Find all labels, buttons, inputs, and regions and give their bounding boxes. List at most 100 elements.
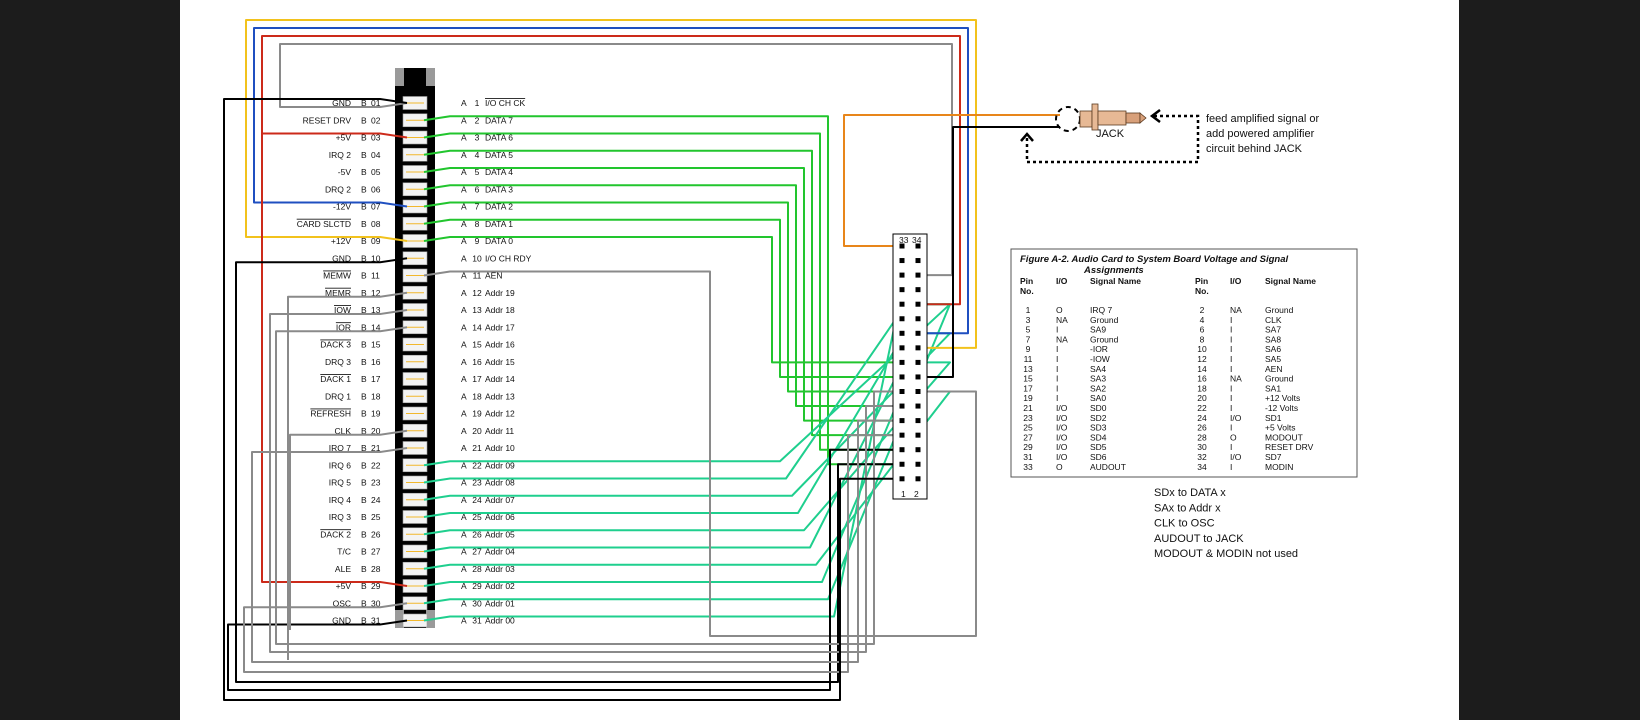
table-cell: 6 (1200, 325, 1205, 335)
table-cell: I (1230, 354, 1232, 364)
table-cell: SD5 (1090, 442, 1107, 452)
a-side-letter: A (461, 271, 467, 281)
header-pin (899, 272, 905, 278)
col-header-io: I/O (1056, 276, 1068, 286)
col-header-no: No. (1020, 286, 1034, 296)
a-side-letter: A (461, 322, 467, 332)
table-cell: I (1230, 383, 1232, 393)
a-side-label: Addr 17 (485, 322, 515, 332)
table-cell: O (1056, 462, 1063, 472)
a-side-letter: A (461, 219, 467, 229)
a-side-pin-number: 16 (472, 357, 482, 367)
b-side-label: CARD SLCTD (297, 219, 351, 229)
table-cell: SD0 (1090, 403, 1107, 413)
a-side-pin-number: 5 (475, 167, 480, 177)
ior-wire (275, 326, 902, 645)
header-pin (899, 258, 905, 264)
table-cell: CLK (1265, 315, 1282, 325)
b-side-pin-number: 17 (371, 374, 381, 384)
table-cell: SD4 (1090, 432, 1107, 442)
b-side-letter: B (361, 460, 367, 470)
table-cell: SA1 (1265, 383, 1281, 393)
a-side-label: DATA 6 (485, 133, 513, 143)
table-cell: I (1230, 423, 1232, 433)
a-side-pin-number: 4 (475, 150, 480, 160)
table-cell: -IOR (1090, 344, 1108, 354)
a-side-letter: A (461, 478, 467, 488)
header-pin (899, 447, 905, 453)
b-side-letter: B (361, 529, 367, 539)
table-cell: I (1056, 344, 1058, 354)
a-side-label: Addr 12 (485, 409, 515, 419)
table-cell: MODIN (1265, 462, 1293, 472)
table-cell: SA8 (1265, 334, 1281, 344)
a-side-label: I/O CH CK (485, 98, 525, 108)
b-side-pin-number: 15 (371, 340, 381, 350)
b-side-label: IRQ 5 (329, 478, 351, 488)
col-header-signal: Signal Name (1265, 276, 1316, 286)
table-cell: 12 (1197, 354, 1207, 364)
table-cell: 31 (1023, 452, 1033, 462)
col-header-no: No. (1195, 286, 1209, 296)
b-side-letter: B (361, 598, 367, 608)
a-side-pin-number: 21 (472, 443, 482, 453)
table-cell: I/O (1230, 413, 1242, 423)
b-side-pin-number: 11 (371, 271, 380, 281)
a-side-letter: A (461, 340, 467, 350)
table-cell: SA9 (1090, 325, 1106, 335)
a-side-label: I/O CH RDY (485, 253, 532, 263)
a-side-pin-number: 2 (475, 115, 480, 125)
a-side-label: Addr 05 (485, 529, 515, 539)
col-header-signal: Signal Name (1090, 276, 1141, 286)
header-pin-1: 1 (901, 489, 906, 499)
table-cell: Ground (1265, 374, 1294, 384)
header-pin-2: 2 (914, 489, 919, 499)
header-pin-33: 33 (899, 235, 909, 245)
b-side-label: MEMW (323, 271, 351, 281)
a-side-pin-number: 18 (472, 391, 482, 401)
b-side-pin-number: 23 (371, 478, 381, 488)
b-side-pin-number: 03 (371, 133, 381, 143)
b-side-label: -5V (338, 167, 352, 177)
b-side-letter: B (361, 478, 367, 488)
b-side-label: -12V (333, 202, 351, 212)
b-side-letter: B (361, 547, 367, 557)
minus12v-wire (253, 27, 969, 335)
a-side-label: DATA 4 (485, 167, 513, 177)
a-side-label: Addr 16 (485, 340, 515, 350)
b-side-label: GND (332, 253, 351, 263)
table-cell: 10 (1197, 344, 1207, 354)
b-side-letter: B (361, 288, 367, 298)
table-cell: I (1056, 325, 1058, 335)
table-cell: 3 (1026, 315, 1031, 325)
iow-wire (269, 309, 902, 653)
header-pin (915, 476, 921, 482)
a-side-pin-number: 31 (472, 616, 482, 626)
a-side-pin-number: 26 (472, 529, 482, 539)
a-side-label: DATA 3 (485, 184, 513, 194)
table-cell: I (1230, 364, 1232, 374)
table-cell: SD6 (1090, 452, 1107, 462)
jack-tip (1125, 112, 1141, 124)
b-side-pin-number: 25 (371, 512, 381, 522)
b-side-pin-number: 07 (371, 202, 381, 212)
a-side-pin-number: 24 (472, 495, 482, 505)
b-side-label: IRQ 3 (329, 512, 351, 522)
table-cell: I (1056, 374, 1058, 384)
b-side-pin-number: 18 (371, 391, 381, 401)
a-side-letter: A (461, 236, 467, 246)
data-wire (423, 149, 902, 437)
table-cell: 8 (1200, 334, 1205, 344)
a-side-label: DATA 7 (485, 115, 513, 125)
table-cell: +12 Volts (1265, 393, 1300, 403)
memr-wire (287, 291, 408, 660)
b-side-label: GND (332, 616, 351, 626)
header-pin (899, 287, 905, 293)
b-side-pin-number: 27 (371, 547, 381, 557)
header-pin-34: 34 (912, 235, 922, 245)
a-side-letter: A (461, 564, 467, 574)
a-side-label: Addr 04 (485, 547, 515, 557)
b-side-pin-number: 05 (371, 167, 381, 177)
